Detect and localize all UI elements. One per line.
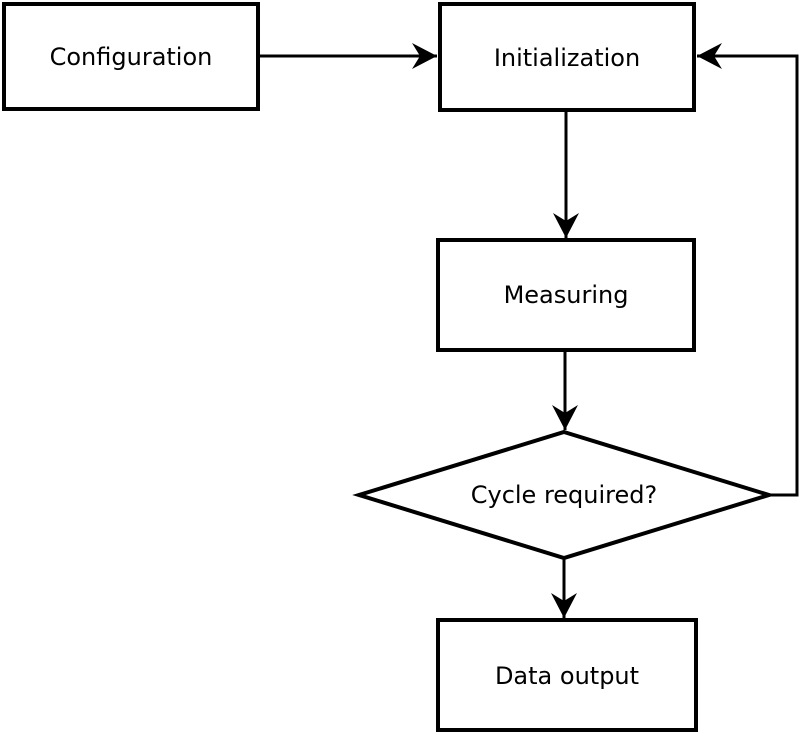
node-configuration (2, 2, 260, 111)
node-measuring-label: Measuring (504, 281, 629, 309)
node-configuration-label: Configuration (50, 43, 213, 71)
node-cycle-required-label: Cycle required? (471, 481, 658, 509)
node-data-output (436, 618, 698, 732)
edge-cycle-required-to-initialization-loop (697, 43, 799, 497)
node-initialization-label: Initialization (494, 44, 640, 72)
node-initialization (438, 2, 696, 112)
node-data-output-label: Data output (495, 662, 639, 690)
